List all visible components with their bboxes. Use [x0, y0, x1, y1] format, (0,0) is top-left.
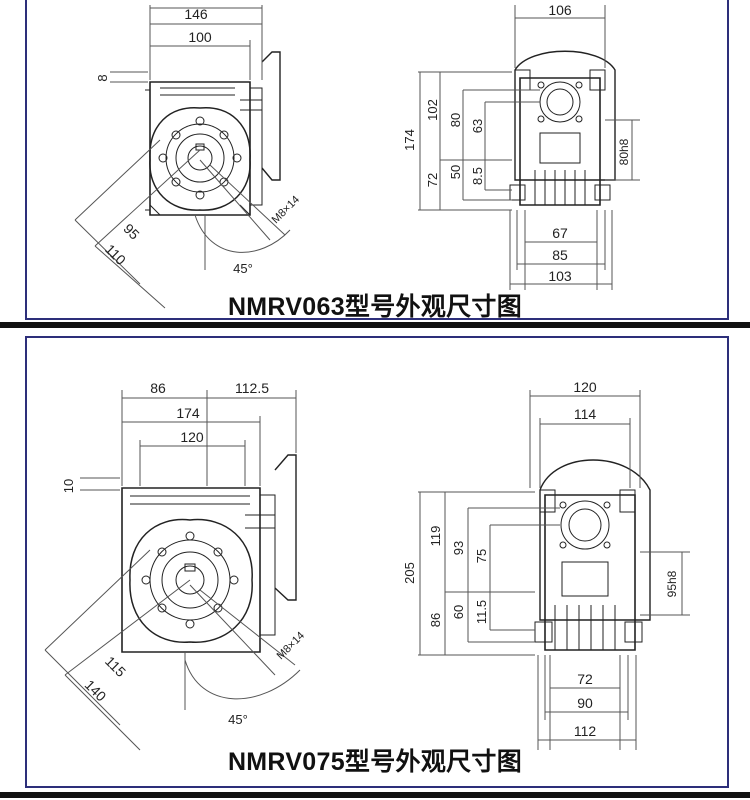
dim-102: 102 — [425, 99, 440, 121]
dim-63: 63 — [470, 119, 485, 133]
dim-205: 205 — [402, 562, 417, 584]
dim-95h8: 95h8 — [665, 570, 679, 597]
dim-86: 86 — [150, 380, 166, 396]
panel-frame — [25, 336, 729, 788]
panel-nmrv075: 86 112.5 174 120 10 115 140 M8×14 45° 12… — [0, 330, 750, 800]
dim-110: 110 — [102, 241, 129, 268]
dim-140: 140 — [82, 677, 110, 705]
dim-10: 10 — [61, 479, 76, 493]
dim-120: 120 — [180, 429, 204, 445]
dim-114: 114 — [574, 406, 597, 422]
dim-174: 174 — [402, 129, 417, 151]
dim-106: 106 — [548, 2, 572, 18]
dim-95: 95 — [120, 220, 142, 242]
dim-bolt: M8×14 — [275, 630, 307, 662]
dim-bolt: M8×14 — [270, 194, 302, 226]
dim-60: 60 — [451, 605, 466, 619]
dim-100: 100 — [188, 29, 212, 45]
dim-103: 103 — [548, 268, 572, 284]
panel-nmrv063: 146 100 8 95 110 M8×14 45° 106 174 102 8… — [0, 0, 750, 330]
dim-93: 93 — [451, 541, 466, 555]
dim-119: 119 — [428, 526, 443, 547]
dim-86r: 86 — [428, 613, 443, 627]
dim-112-5: 112.5 — [235, 380, 269, 396]
dim-120r: 120 — [573, 379, 597, 395]
dim-80: 80 — [448, 113, 463, 127]
dim-174: 174 — [176, 405, 200, 421]
dim-8: 8 — [95, 74, 110, 81]
dim-72: 72 — [577, 671, 593, 687]
dim-11-5: 11.5 — [474, 600, 489, 624]
caption-nmrv075: NMRV075型号外观尺寸图 — [227, 748, 523, 776]
dim-angle: 45° — [233, 261, 253, 276]
dim-90: 90 — [577, 695, 593, 711]
dim-75: 75 — [474, 549, 489, 563]
dim-80h8: 80h8 — [617, 138, 631, 165]
dim-112: 112 — [574, 723, 597, 739]
dim-115: 115 — [102, 653, 129, 680]
separator-bar — [0, 322, 750, 328]
separator-bar — [0, 792, 750, 798]
dim-85: 85 — [552, 247, 568, 263]
dim-8-5: 8.5 — [470, 167, 485, 185]
dim-50: 50 — [448, 165, 463, 179]
nmrv063-drawing: 146 100 8 95 110 M8×14 45° 106 174 102 8… — [74, 2, 640, 309]
caption-nmrv063: NMRV063型号外观尺寸图 — [227, 293, 523, 321]
nmrv075-drawing: 86 112.5 174 120 10 115 140 M8×14 45° 12… — [44, 379, 690, 751]
dim-67: 67 — [552, 225, 568, 241]
panel-frame — [25, 0, 729, 320]
dim-angle: 45° — [228, 712, 248, 727]
dim-146: 146 — [184, 6, 208, 22]
dim-72: 72 — [425, 173, 440, 187]
